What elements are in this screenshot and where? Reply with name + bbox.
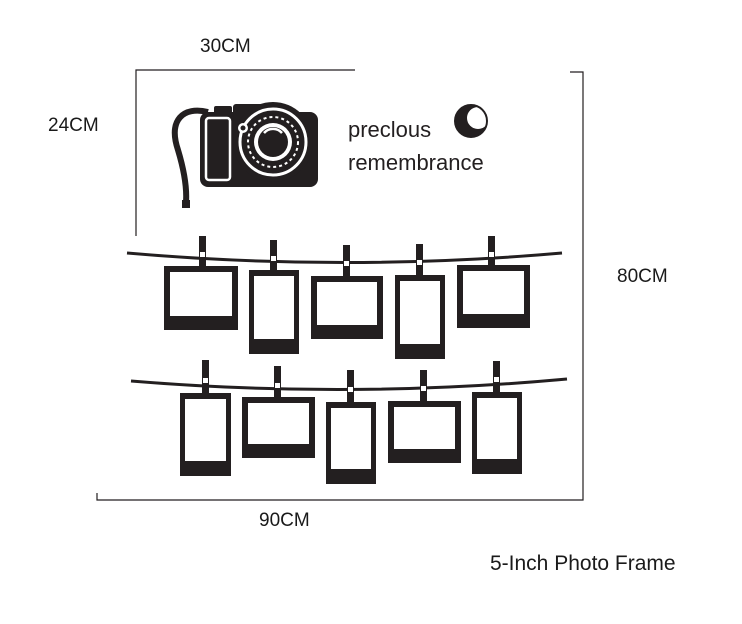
photo-frame — [457, 236, 530, 328]
frame-row-bottom — [180, 360, 522, 484]
photo-frame — [164, 236, 238, 330]
crescent-moon-icon — [454, 104, 489, 138]
photo-frame — [249, 240, 299, 354]
photo-frame — [180, 360, 231, 476]
product-caption: 5-Inch Photo Frame — [490, 552, 676, 575]
dimension-total-width: 90CM — [259, 510, 310, 531]
dimension-top-width: 30CM — [200, 36, 251, 57]
dimension-guides — [96, 69, 584, 501]
slogan-line-1: preclous — [348, 117, 432, 142]
photo-frame — [472, 361, 522, 474]
frame-row-top — [164, 236, 530, 359]
dimension-total-height: 80CM — [617, 266, 668, 287]
photo-frame — [242, 366, 315, 458]
photo-frame — [388, 370, 461, 463]
photo-frame — [395, 244, 445, 359]
dimension-top-height: 24CM — [48, 115, 99, 136]
photo-frame — [311, 245, 383, 339]
slogan: preclous remembrance — [348, 113, 484, 179]
slogan-line-2: remembrance — [348, 150, 484, 175]
camera-icon — [171, 102, 318, 208]
photo-frame — [326, 370, 376, 484]
